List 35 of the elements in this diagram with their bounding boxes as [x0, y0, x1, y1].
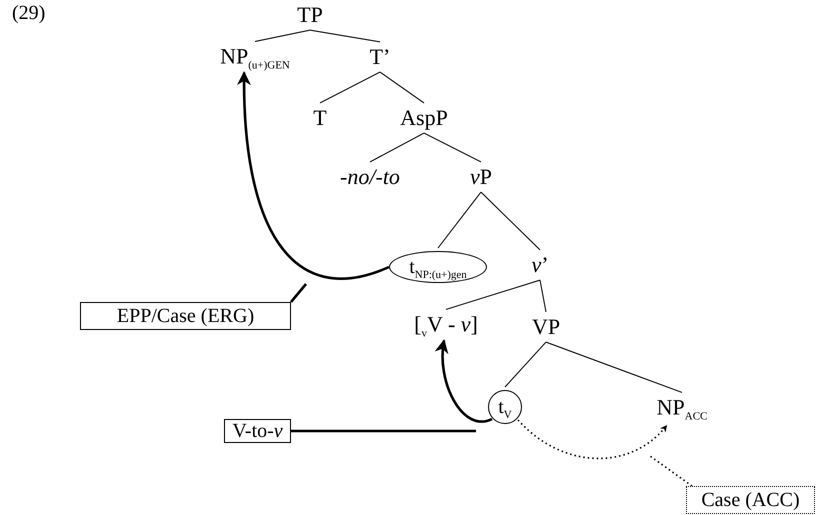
- tree-branch: [546, 342, 682, 393]
- tree-branch: [446, 280, 540, 310]
- tree-node-label: [$_{v}$V - v]: [414, 312, 478, 340]
- tree-branch: [480, 192, 540, 250]
- movement-arrow: [435, 339, 492, 423]
- tree-node-label: NP$_{(u+)GEN}$: [220, 44, 290, 72]
- tree-node-label: TP: [297, 2, 323, 28]
- annotation-box: EPP/Case (ERG): [80, 302, 291, 330]
- leader-line: [291, 430, 476, 432]
- leader-line: [290, 283, 307, 303]
- tree-node-label: vP: [470, 164, 492, 190]
- tree-branch: [380, 72, 424, 104]
- movement-arrow: [517, 419, 668, 460]
- tree-node-label: T’: [370, 44, 390, 70]
- tree-branch: [370, 132, 424, 162]
- trace-oval: t$_{NP:(u+)gen}$: [389, 251, 487, 283]
- tree-node-label: NP$_{ACC}$: [656, 395, 708, 423]
- annotation-box: V-to-v: [224, 419, 291, 443]
- tree-node-label: AspP: [400, 106, 448, 130]
- tree-branch: [320, 72, 380, 104]
- tree-node-label: VP: [532, 314, 560, 340]
- tree-branch: [254, 30, 310, 42]
- tree-node-label: -no/-to: [340, 164, 400, 190]
- tree-node-label: v’: [531, 252, 549, 278]
- tree-node-label: T: [313, 106, 327, 130]
- tree-branch: [438, 192, 482, 248]
- leader-line: [650, 455, 692, 487]
- trace-oval: t$_{V}$: [488, 390, 522, 424]
- tree-branch: [504, 342, 546, 388]
- tree-branch: [310, 30, 380, 42]
- tree-branch: [424, 132, 482, 162]
- annotation-box: Case (ACC): [686, 486, 815, 514]
- tree-branch: [540, 280, 546, 312]
- example-number: (29): [12, 2, 46, 25]
- movement-arrow: [237, 71, 390, 280]
